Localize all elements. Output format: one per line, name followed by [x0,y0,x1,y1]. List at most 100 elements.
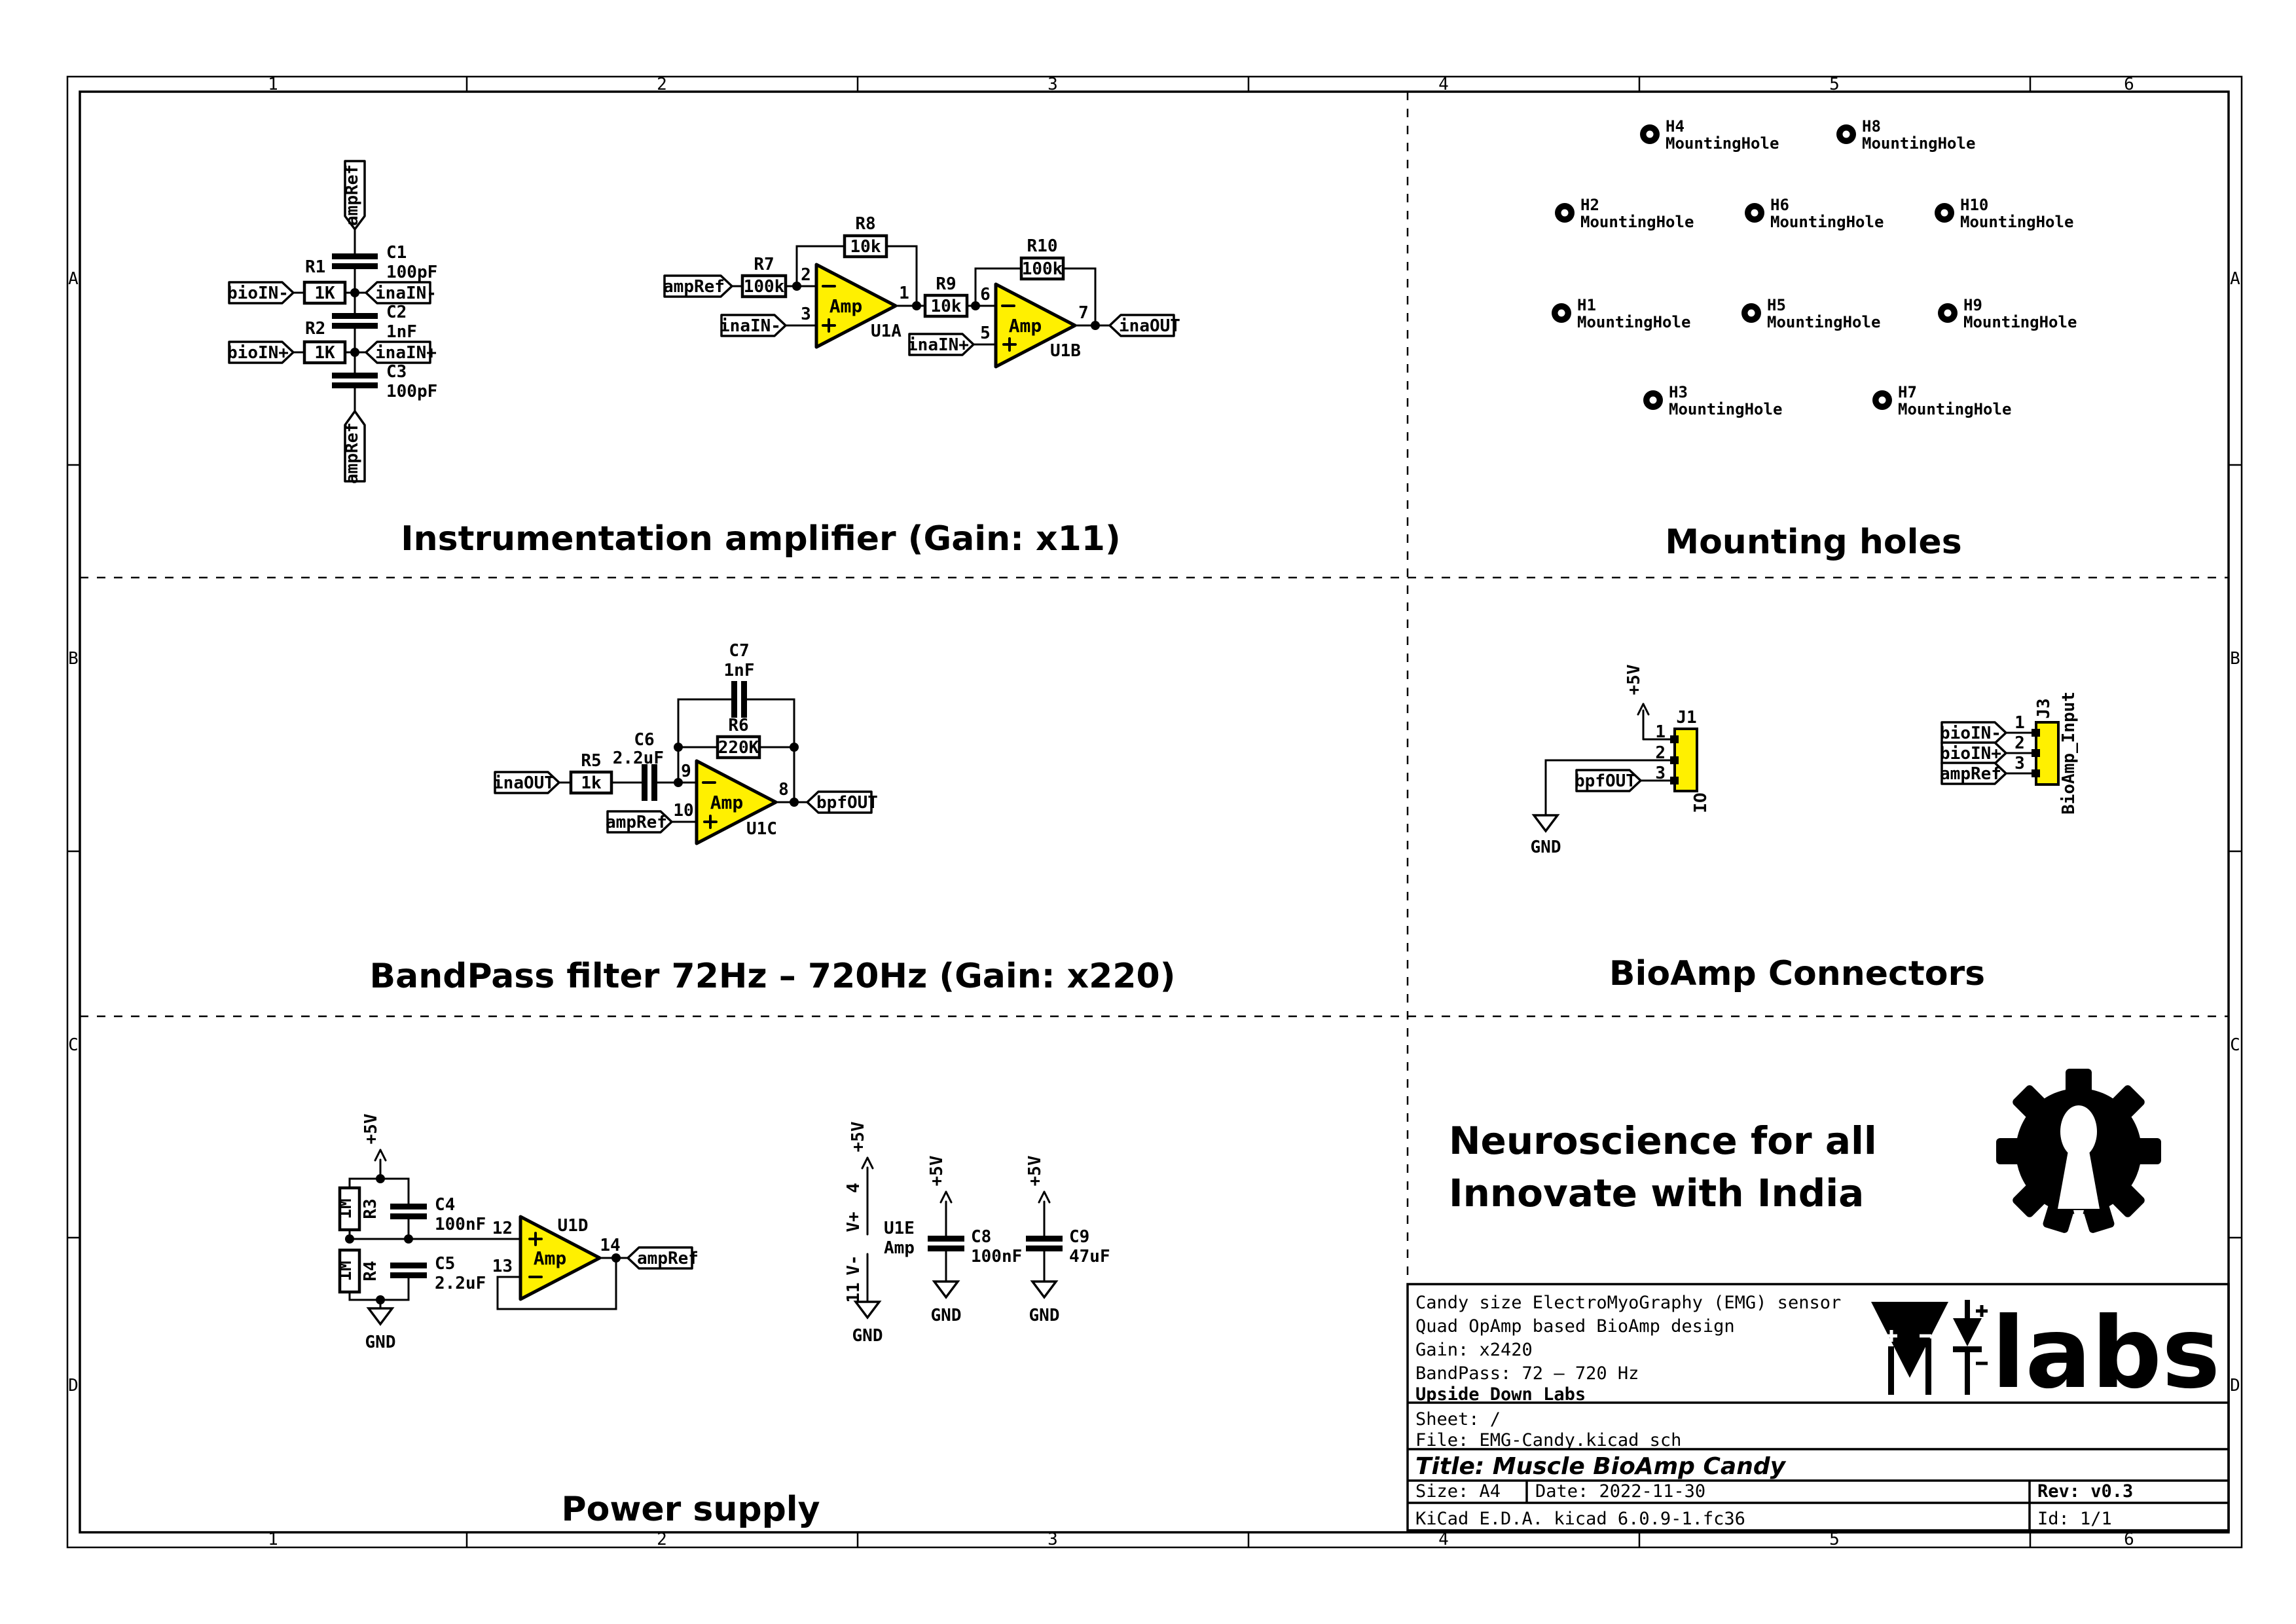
title-block-date: Date: 2022-11-30 [1535,1481,1705,1502]
capacitor-c9[interactable]: +5V C9 47uF GND [1025,1156,1110,1325]
frame-row-label: B [68,649,79,669]
resistor-r2[interactable]: 1K R2 [302,319,347,365]
mounting-hole-h4[interactable]: H4 MountingHole [1640,117,1779,153]
gnd-symbol [853,1301,882,1320]
net-flag-bioin-p-j3[interactable]: bioIN+ [1940,741,2007,765]
title-block-id: Id: 1/1 [2037,1509,2112,1529]
net-flag-bioin-n[interactable]: bioIN- [227,281,295,304]
resistor-r5[interactable]: 1k R5 [569,751,613,795]
capacitor-c1[interactable]: C1 100pF [332,243,437,282]
gnd-symbol [932,1280,960,1299]
net-flag-inaout[interactable]: inaOUT [1108,314,1180,337]
resistor-r7[interactable]: 100k R7 [740,255,788,299]
mounting-hole-h2[interactable]: H2 MountingHole [1555,196,1694,231]
component-label: Amp [1009,315,1042,337]
capacitor-c4[interactable]: C4 100nF [390,1195,486,1234]
gnd-symbol-j1[interactable]: GND [1531,814,1561,857]
wire [795,245,918,307]
net-flag-ampref-bottom[interactable]: ampRef [342,410,366,484]
logo-mu: μ [1898,1309,1921,1346]
mounting-hole-h6[interactable]: H6 MountingHole [1745,196,1884,231]
connector-j3[interactable]: 1 2 3 J3 BioAmp_Input [2014,692,2079,815]
component-value: 1K [314,284,335,303]
opamp-u1b[interactable]: Amp U1B 6 5 7 [980,282,1089,369]
net-flag-inain-p[interactable]: inaIN+ [365,341,437,364]
upside-down-labs-logo: μ labs [1871,1297,2220,1411]
mounting-hole-h3[interactable]: H3 MountingHole [1643,383,1782,418]
opamp-u1c[interactable]: Amp U1C 9 10 8 [673,759,789,845]
component-ref: C6 [634,730,654,750]
net-label: bioIN- [1940,724,2001,743]
title-block-comment2: Quad OpAmp based BioAmp design [1415,1316,1735,1337]
title-block-tool: KiCad E.D.A. kicad 6.0.9-1.fc36 [1415,1509,1745,1529]
opamp-u1a[interactable]: Amp U1A 2 3 1 [801,263,909,349]
net-flag-inain-n[interactable]: inaIN- [365,281,437,304]
net-flag-ampref-u1c[interactable]: ampRef [606,810,673,834]
component-ref: R4 [361,1261,380,1281]
resistor-r10[interactable]: 100k R10 [1019,236,1065,281]
frame-col-label: 3 [1048,75,1058,94]
resistor-r8[interactable]: 10k R8 [843,214,888,259]
net-flag-ampref-out[interactable]: ampRef [627,1246,699,1270]
capacitor-c7[interactable]: C7 1nF [724,641,755,718]
capacitor-c5[interactable]: C5 2.2uF [390,1254,486,1293]
gnd-symbol-divider[interactable]: GND [365,1307,396,1352]
component-ref: C2 [386,303,407,322]
pin-number: 5 [980,323,991,343]
gnd-symbol [1030,1280,1059,1299]
net-flag-ampref-j3[interactable]: ampRef [1940,762,2007,785]
capacitor-c8[interactable]: +5V C8 100nF GND [927,1156,1022,1325]
mounting-hole-h10[interactable]: H10 MountingHole [1935,196,2073,231]
resistor-r6[interactable]: 220K R6 [716,716,761,760]
mounting-hole-h8[interactable]: H8 MountingHole [1836,117,1975,153]
frame-col-label: 5 [1829,75,1840,94]
component-label: Amp [534,1247,567,1269]
pin-name: V+ [844,1211,864,1232]
component-value: 100pF [386,263,437,282]
component-value: 10k [931,297,962,316]
wire [1544,759,1676,817]
net-label: bioIN- [227,284,289,303]
component-ref: C7 [729,641,749,661]
pin-number: 3 [801,304,811,324]
resistor-r3[interactable]: 1M R3 [336,1186,380,1232]
opamp-u1e-power[interactable]: +5V 4 V+ U1E Amp V- 11 GND [844,1122,915,1346]
mounting-hole-h5[interactable]: H5 MountingHole [1741,296,1880,331]
power-flag-5v-u1d[interactable]: +5V [361,1114,387,1180]
power-flag-5v-j1[interactable]: +5V [1624,665,1650,741]
net-flag-ampref-top[interactable]: ampRef [342,160,366,231]
connector-j1[interactable]: J1 1 2 3 IO [1655,708,1711,813]
component-ref: R5 [581,751,601,771]
net-label: inaIN+ [907,335,969,355]
component-value: 100nF [971,1247,1022,1266]
net-flag-bpfout[interactable]: bpfOUT [806,790,878,814]
component-value: MountingHole [1669,400,1782,418]
net-flag-bioin-p[interactable]: bioIN+ [227,341,295,364]
capacitor-c6[interactable]: C6 2.2uF [613,730,664,801]
capacitor-c3[interactable]: C3 100pF [332,362,437,401]
net-flag-inain-n-in[interactable]: inaIN- [720,314,787,337]
pin-number: 1 [1655,722,1666,742]
net-label: bpfOUT [1575,771,1636,791]
opamp-u1d[interactable]: Amp U1D 12 13 14 [492,1215,621,1301]
net-flag-inain-p-in[interactable]: inaIN+ [907,333,975,356]
mounting-hole-h1[interactable]: H1 MountingHole [1552,296,1690,331]
resistor-r9[interactable]: 10k R9 [923,274,969,318]
frame-row-label: D [68,1376,79,1395]
capacitor-c2[interactable]: C2 1nF [332,303,417,342]
net-flag-ampref-in[interactable]: ampRef [663,274,733,298]
net-flag-inaout-in[interactable]: inaOUT [493,771,560,794]
net-flag-bioin-n-j3[interactable]: bioIN- [1940,721,2007,745]
net-label: +5V [848,1122,868,1153]
net-flag-bpfout-j1[interactable]: bpfOUT [1575,769,1642,792]
section-title: BioAmp Connectors [1609,954,1985,993]
frame-row-label: C [2230,1035,2240,1055]
title-block-rev: Rev: v0.3 [2037,1481,2133,1502]
resistor-r1[interactable]: 1K R1 [302,257,347,305]
mounting-hole-h7[interactable]: H7 MountingHole [1872,383,2011,418]
junction [350,288,359,297]
mounting-hole-h9[interactable]: H9 MountingHole [1938,296,2077,331]
component-ref: R6 [728,716,748,735]
component-ref: R8 [855,214,875,234]
resistor-r4[interactable]: 1M R4 [336,1248,380,1294]
